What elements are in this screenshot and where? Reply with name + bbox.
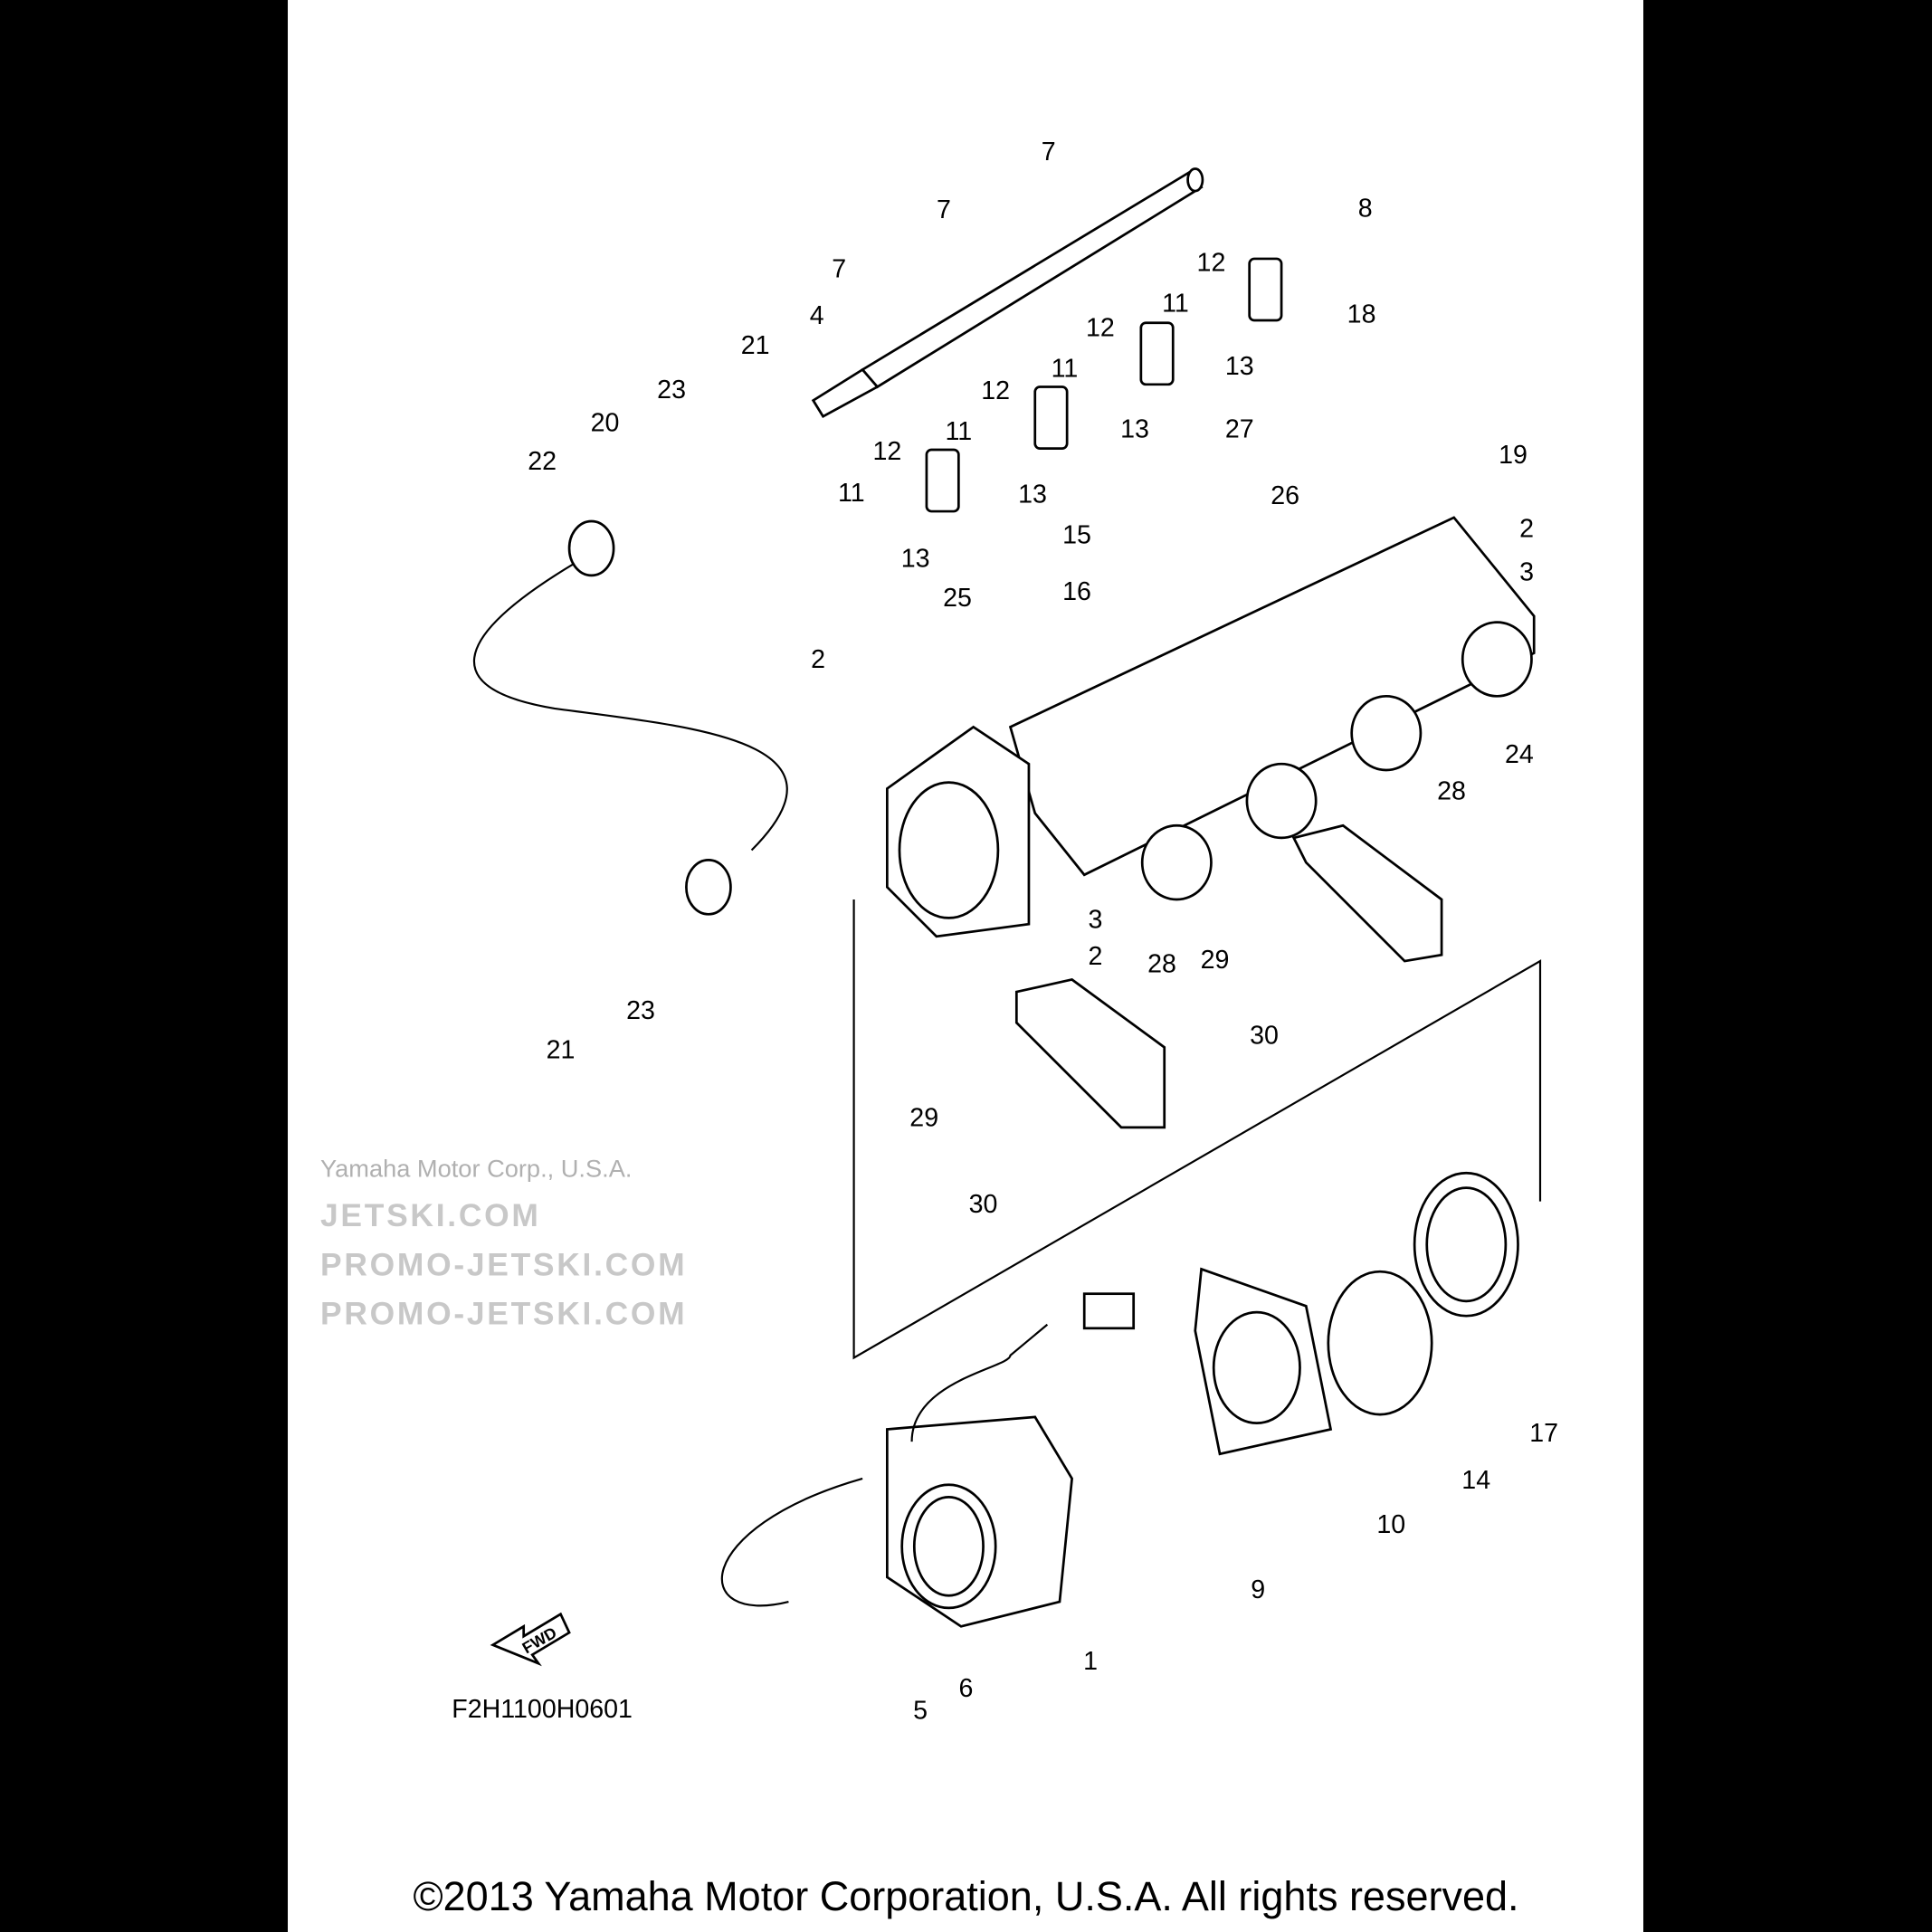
callout-25: 25 <box>943 584 972 613</box>
callout-1: 1 <box>1083 1647 1098 1676</box>
fwd-arrow-icon: FWD <box>490 1612 571 1667</box>
bracket-28-lower <box>1014 978 1166 1129</box>
callout-23: 23 <box>626 996 655 1025</box>
callout-15: 15 <box>1062 520 1091 549</box>
callout-29: 29 <box>1201 946 1230 975</box>
fuel-hose <box>472 559 788 852</box>
callout-labels: 7774212320221211121112111211131313138181… <box>528 138 1558 1725</box>
callout-22: 22 <box>528 447 557 476</box>
fuel-rail <box>811 167 1204 419</box>
callout-12: 12 <box>1197 249 1226 278</box>
callout-13: 13 <box>901 544 930 573</box>
callout-12: 12 <box>1086 314 1115 343</box>
callout-19: 19 <box>1499 441 1528 470</box>
callout-30: 30 <box>1250 1021 1279 1050</box>
watermark-overlay: Yamaha Motor Corp., U.S.A. <box>320 1154 632 1182</box>
callout-13: 13 <box>1225 352 1254 381</box>
callout-3: 3 <box>1519 557 1534 586</box>
callout-5: 5 <box>913 1696 928 1725</box>
callout-6: 6 <box>959 1674 974 1703</box>
watermark-middle: PROMO-JETSKI.COM <box>320 1246 687 1282</box>
callout-11: 11 <box>1162 289 1189 318</box>
callout-7: 7 <box>832 254 846 283</box>
assembly-outline <box>852 899 1542 1360</box>
callout-2: 2 <box>1519 515 1534 544</box>
callout-28: 28 <box>1147 949 1176 978</box>
callout-21: 21 <box>547 1036 576 1065</box>
callout-12: 12 <box>872 437 901 466</box>
callout-26: 26 <box>1271 481 1299 510</box>
callout-3: 3 <box>1089 905 1103 934</box>
callout-20: 20 <box>591 409 620 438</box>
callout-16: 16 <box>1062 577 1091 606</box>
watermark-left: JETSKI.COM <box>320 1197 541 1233</box>
callout-4: 4 <box>810 301 824 330</box>
diagram-code: F2H1100H0601 <box>452 1695 633 1724</box>
callout-2: 2 <box>1089 942 1103 971</box>
filter-14 <box>1327 1270 1433 1416</box>
callout-7: 7 <box>937 195 951 224</box>
callout-11: 11 <box>838 479 865 508</box>
callout-14: 14 <box>1461 1466 1490 1495</box>
callout-11: 11 <box>1052 355 1079 384</box>
callout-8: 8 <box>1358 195 1373 224</box>
callout-11: 11 <box>945 417 972 446</box>
callout-2: 2 <box>811 645 825 674</box>
callout-7: 7 <box>1042 138 1056 167</box>
watermark-right: PROMO-JETSKI.COM <box>320 1296 687 1332</box>
callout-24: 24 <box>1505 740 1534 769</box>
callout-27: 27 <box>1225 414 1254 443</box>
throttle-body <box>720 1292 1136 1628</box>
fuel-injectors <box>925 257 1283 513</box>
adapter-bore <box>1212 1310 1301 1425</box>
callout-17: 17 <box>1529 1419 1558 1448</box>
callout-23: 23 <box>657 376 686 404</box>
callout-18: 18 <box>1347 300 1376 329</box>
callout-9: 9 <box>1251 1575 1265 1604</box>
hose-fitting-lower <box>685 859 732 916</box>
hose-fitting-22 <box>567 519 615 577</box>
callout-28: 28 <box>1437 777 1466 806</box>
callout-13: 13 <box>1018 481 1047 509</box>
callout-21: 21 <box>741 331 770 360</box>
callout-12: 12 <box>981 376 1010 405</box>
callout-13: 13 <box>1120 414 1149 443</box>
callout-29: 29 <box>909 1104 938 1133</box>
intake-manifold <box>885 516 1536 938</box>
callout-10: 10 <box>1376 1510 1405 1539</box>
copyright-notice: ©2013 Yamaha Motor Corporation, U.S.A. A… <box>413 1873 1519 1919</box>
callout-30: 30 <box>969 1190 998 1219</box>
bracket-28-upper <box>1291 823 1443 963</box>
